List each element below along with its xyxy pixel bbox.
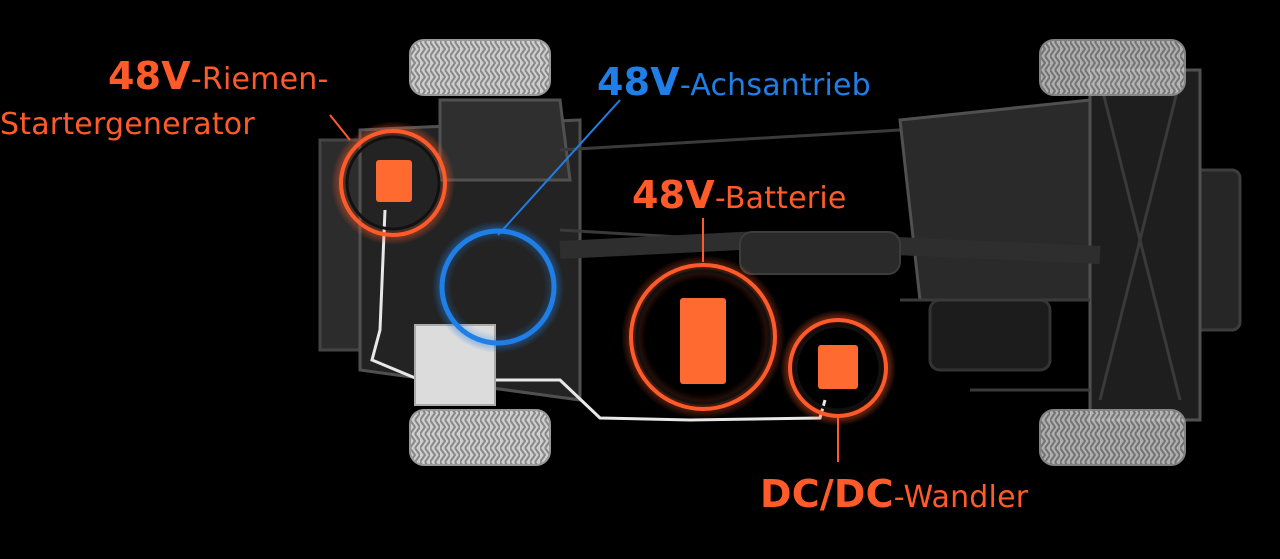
dcdc-wandler-highlight (780, 310, 896, 462)
achsantrieb-highlight (432, 99, 621, 353)
label-dcdc-strong: DC/DC (760, 472, 894, 516)
exhaust (559, 230, 1101, 275)
riemen-startergenerator-highlight (329, 114, 455, 245)
batterie-highlight (621, 218, 785, 419)
cable (370, 209, 827, 422)
label-achs-voltage: 48V (597, 60, 680, 104)
label-riemen-text: -Riemen- (190, 62, 329, 97)
label-riemen-line2: Startergenerator (0, 107, 255, 142)
label-riemen-voltage: 48V (108, 54, 191, 98)
wheels (409, 39, 1186, 466)
label-achsantrieb: 48V-Achsantrieb (597, 63, 871, 101)
label-dcdc-text: -Wandler (893, 480, 1029, 515)
label-batterie: 48V-Batterie (632, 176, 847, 214)
label-dcdc-wandler: DC/DC-Wandler (760, 475, 1028, 513)
label-riemen-startergenerator: 48V-Riemen- (108, 57, 328, 95)
label-achs-text: -Achsantrieb (679, 68, 871, 103)
label-batt-text: -Batterie (714, 181, 847, 216)
label-batt-voltage: 48V (632, 173, 715, 217)
